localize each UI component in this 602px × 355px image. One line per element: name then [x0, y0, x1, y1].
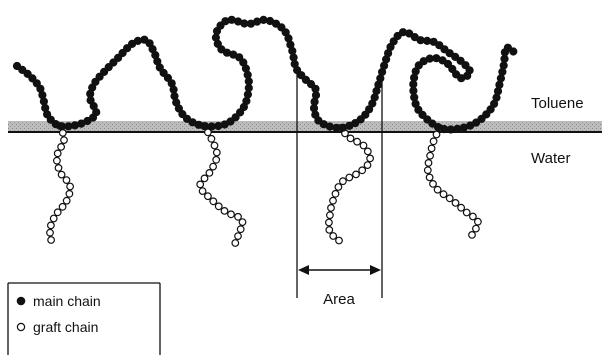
graft-chain-bead — [367, 155, 374, 162]
graft-chain-bead — [332, 191, 339, 198]
graft-chain-bead — [199, 188, 206, 195]
graft-chain-bead — [48, 237, 55, 244]
area-arrow-right-head — [370, 265, 381, 275]
graft-chain-bead — [326, 219, 333, 226]
graft-chain-bead — [235, 233, 242, 240]
graft-chain-bead — [67, 183, 74, 190]
graft-chain-bead — [47, 229, 54, 236]
graft-chain-bead — [214, 149, 221, 156]
area-label: Area — [323, 291, 355, 308]
graft-chain-bead — [353, 171, 360, 178]
graft-chain-bead — [197, 181, 204, 188]
graft-chain-bead — [433, 131, 440, 138]
graft-chain-bead — [440, 191, 447, 198]
graft-chain-bead — [469, 232, 476, 239]
graft-chain-bead — [326, 227, 333, 234]
graft-chain-bead — [475, 218, 482, 225]
graft-chain-bead — [213, 157, 220, 164]
graft-chain-bead — [63, 177, 70, 184]
graft-chain-bead — [328, 205, 335, 212]
graft-chain-bead — [66, 191, 73, 198]
interface-band — [8, 121, 602, 132]
graft-chain-bead — [427, 152, 434, 159]
graft-chain-bead — [239, 219, 246, 226]
graft-chain-bead — [330, 233, 337, 240]
legend: main chain graft chain — [8, 283, 160, 355]
graft-chain-bead — [201, 175, 208, 182]
graft-chain-bead — [61, 137, 68, 144]
graft-chain-bead — [330, 197, 337, 204]
main-chain — [13, 16, 517, 133]
graft-chain-bead — [365, 148, 372, 155]
graft-chain-bead — [473, 225, 480, 232]
graft-chain-bead — [364, 162, 371, 169]
graft-chain-bead — [59, 204, 66, 211]
legend-main-chain-label: main chain — [33, 293, 101, 309]
graft-chain-bead-icon — [17, 323, 24, 330]
graft-chain-bead — [210, 163, 217, 170]
graft-chain-bead — [336, 237, 343, 244]
graft-chain-bead — [54, 209, 61, 216]
graft-chain-bead — [463, 209, 470, 216]
graft-chain-bead — [63, 197, 70, 204]
area-arrow-left-head — [298, 265, 309, 275]
graft-chain-bead — [346, 174, 353, 181]
main-chain-bead — [40, 98, 47, 105]
graft-chain-bead — [458, 204, 465, 211]
main-chain-bead — [310, 105, 317, 112]
graft-chains — [47, 123, 482, 247]
graft-chain-bead — [221, 208, 228, 215]
graft-chain-bead — [452, 200, 459, 207]
graft-chain-bead — [208, 136, 215, 143]
graft-chain-bead — [210, 198, 217, 205]
graft-chain-bead — [205, 193, 212, 200]
upper-phase-label: Toluene — [531, 95, 584, 112]
graft-chain-bead — [359, 167, 366, 174]
graft-chain-bead — [55, 165, 62, 172]
graft-chain-bead — [211, 142, 218, 149]
graft-chain-bead — [347, 135, 354, 142]
graft-chain-bead — [60, 130, 67, 137]
graft-chain-bead — [354, 138, 361, 145]
graft-chain-bead — [327, 212, 334, 219]
graft-chain-bead — [470, 213, 477, 220]
graft-chain-bead — [58, 144, 65, 151]
main-chain-bead — [326, 123, 333, 130]
graft-chain-bead — [54, 150, 61, 157]
main-chain-bead — [289, 47, 296, 54]
graft-chain-bead — [48, 222, 55, 229]
graft-chain-bead — [430, 181, 437, 188]
graft-chain-bead — [215, 203, 222, 210]
graft-chain-bead — [335, 184, 342, 191]
graft-chain-bead — [430, 138, 437, 145]
graft-chain-bead — [232, 240, 239, 247]
legend-graft-chain-label: graft chain — [33, 319, 98, 335]
graft-chain-bead — [434, 186, 441, 193]
graft-chain-bead — [228, 211, 235, 218]
graft-chain-bead — [426, 174, 433, 181]
graft-chain-bead — [340, 178, 347, 185]
graft-chain-bead — [428, 145, 435, 152]
graft-chain-bead — [206, 170, 213, 177]
graft-chain-bead — [237, 226, 244, 233]
main-chain-bead — [510, 48, 517, 55]
graft-chain-bead — [425, 160, 432, 167]
graft-chain-bead — [446, 195, 453, 202]
graft-chain-bead — [425, 167, 432, 174]
interface-band-fill — [8, 121, 602, 132]
graft-chain-bead — [360, 142, 367, 149]
graft-chain-bead — [58, 171, 65, 178]
graft-chain-bead — [50, 215, 57, 222]
main-chain-bead-icon — [17, 297, 25, 305]
graft-chain-bead — [54, 157, 61, 164]
lower-phase-label: Water — [531, 150, 570, 167]
